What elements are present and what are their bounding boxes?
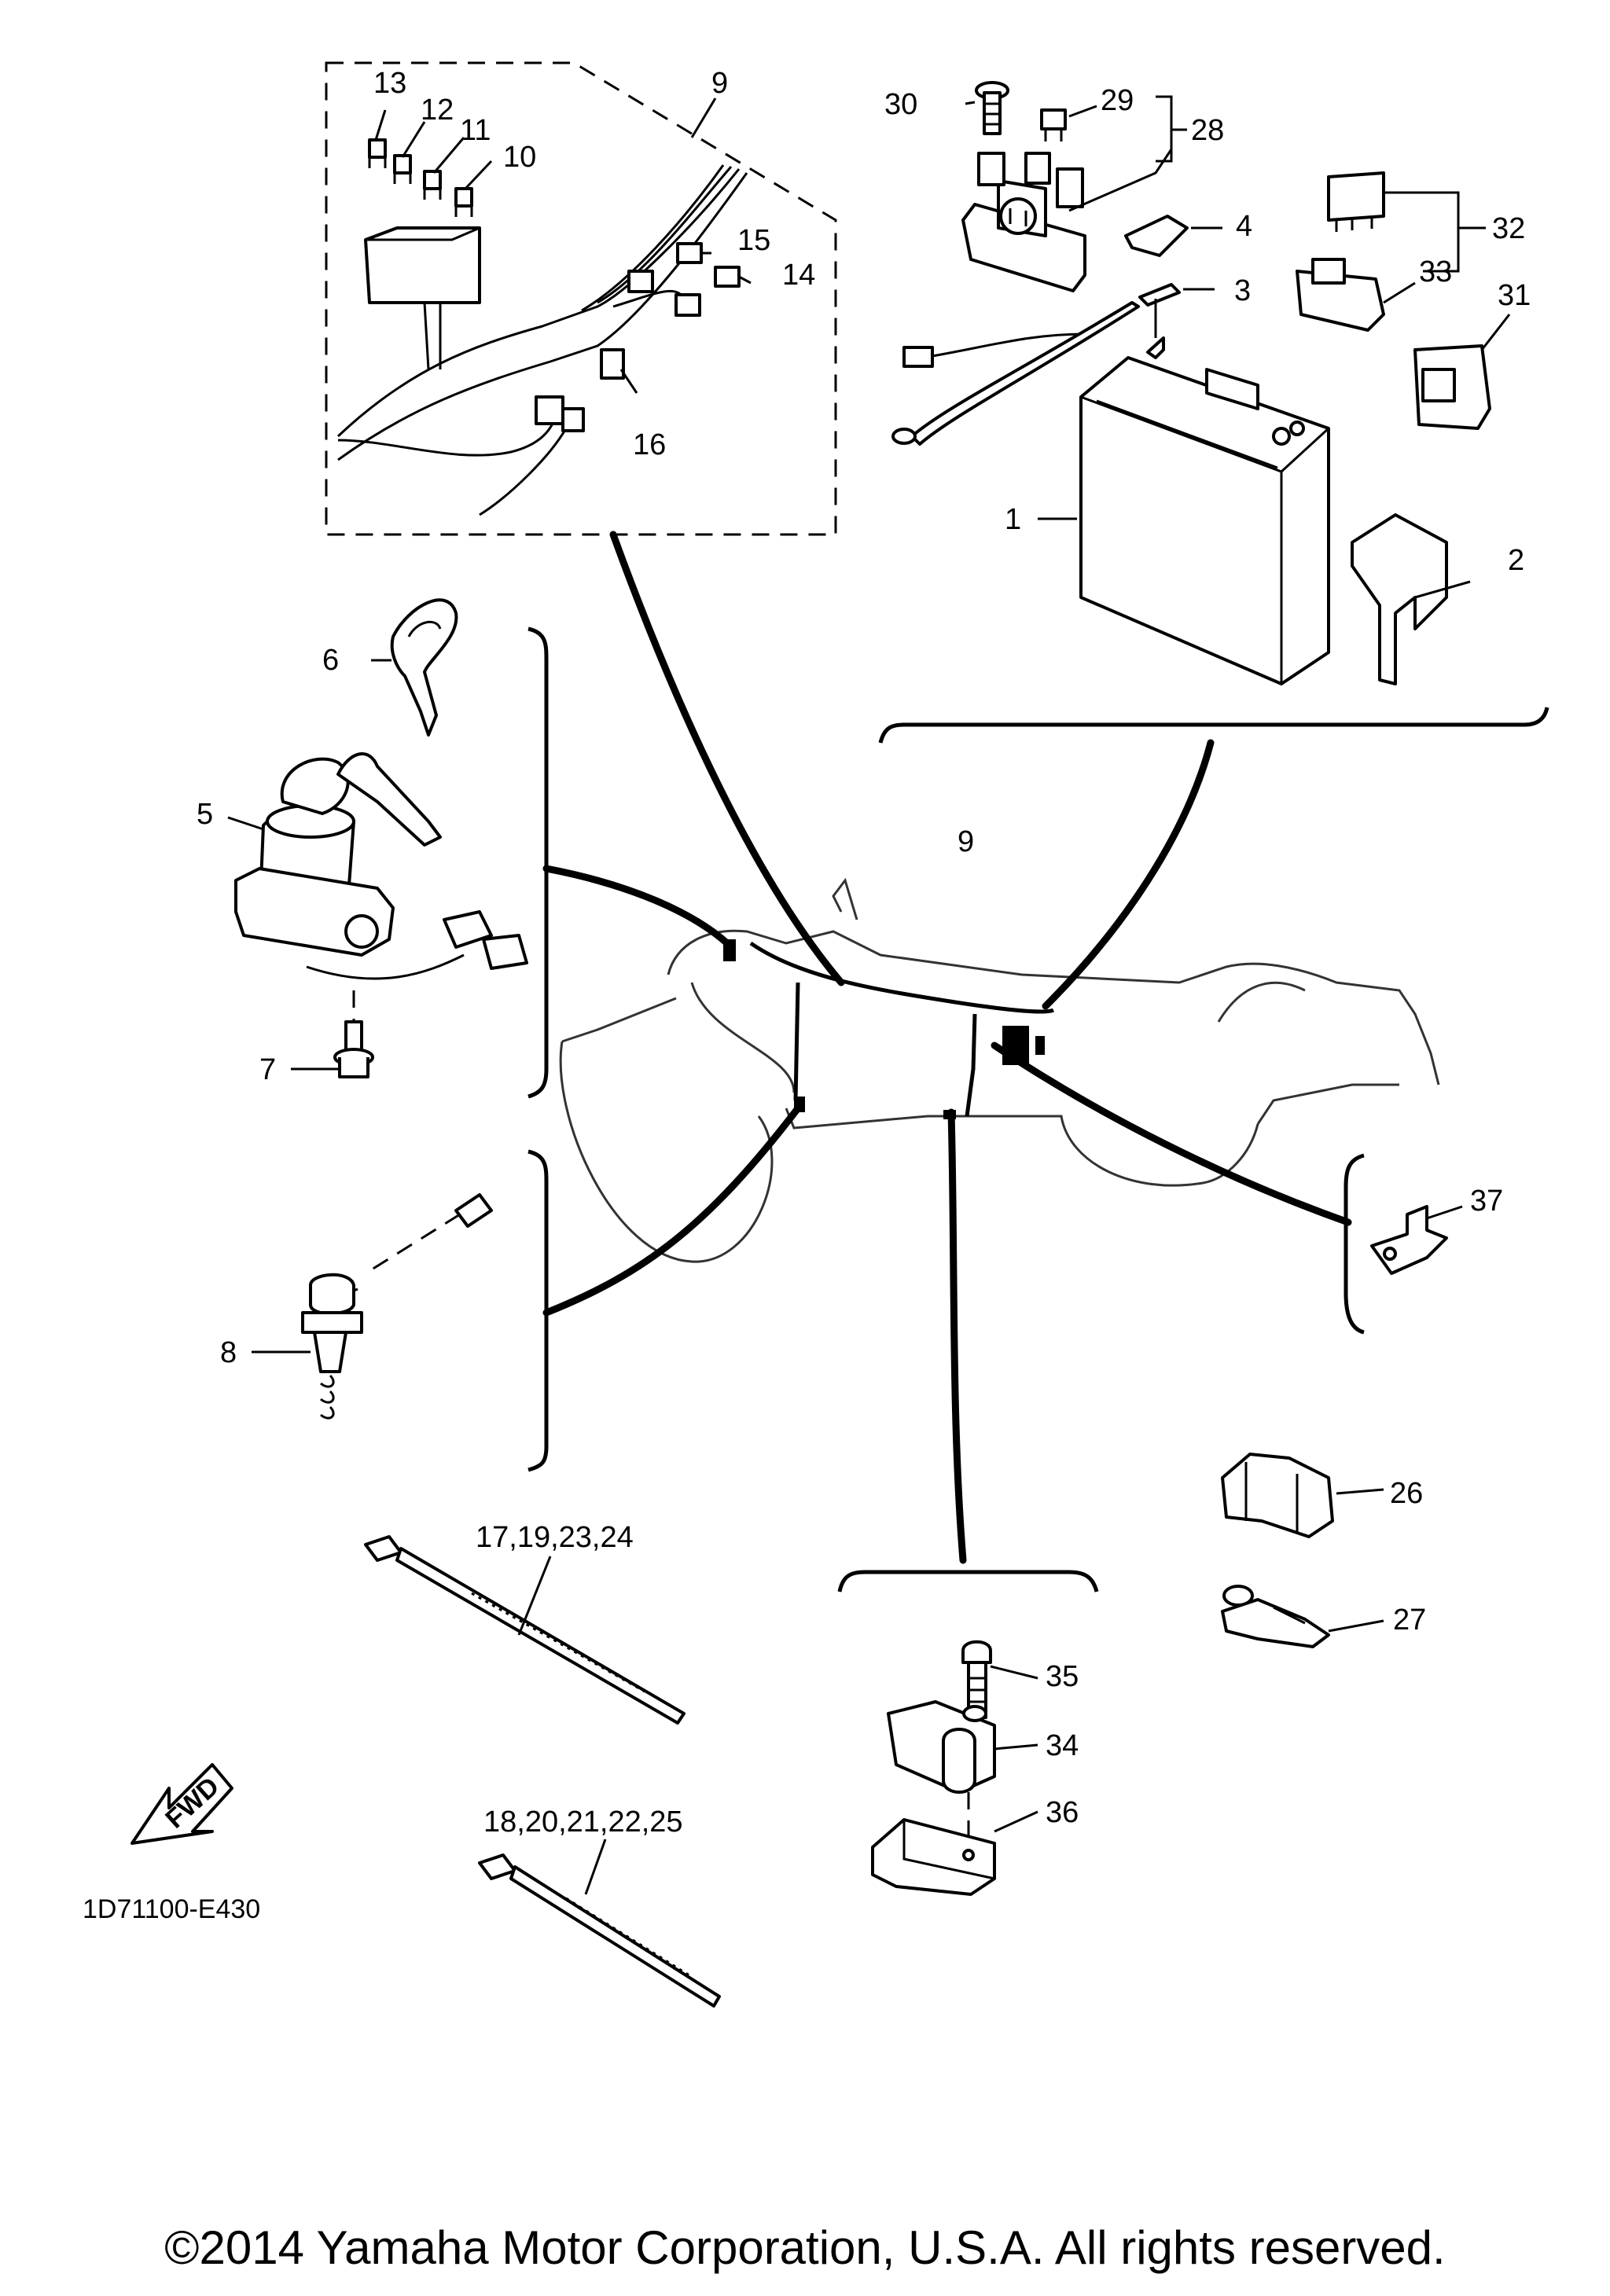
- fuse-icon: [454, 187, 473, 217]
- battery-band: [1351, 513, 1471, 685]
- callout-36: 36: [1046, 1796, 1079, 1829]
- fuse-icon: [393, 154, 412, 184]
- callout-18-20-21-22-25: 18,20,21,22,25: [483, 1806, 683, 1839]
- callout-7: 7: [259, 1053, 276, 1086]
- callout-26: 26: [1390, 1477, 1423, 1510]
- callout-32: 32: [1492, 212, 1525, 245]
- battery: [1038, 336, 1330, 685]
- relay-32: [1327, 171, 1486, 273]
- connector-block: [1035, 1036, 1045, 1055]
- motorcycle-outline: [559, 877, 1440, 1263]
- callout-11: 11: [460, 114, 491, 147]
- neutral-switch-8: [252, 1193, 493, 1420]
- clamp-27: [1221, 1585, 1384, 1648]
- main-fuse-box: [364, 226, 481, 304]
- forward-arrow-icon: FWD: [130, 1763, 233, 1845]
- callout-labels: 1 2 3 4 5 6 7 8 9 9 10 11 12 13 14 15 16…: [197, 67, 1531, 1839]
- diagram-code: 1D71100-E430: [83, 1894, 260, 1924]
- callout-2: 2: [1508, 544, 1524, 577]
- callout-3: 3: [1234, 274, 1251, 307]
- coupler-icon: [676, 242, 703, 264]
- coupler-icon: [714, 266, 741, 288]
- bracket-37: [1370, 1205, 1463, 1275]
- connector: [675, 293, 701, 317]
- callout-35: 35: [1046, 1660, 1079, 1693]
- connector-block: [943, 1110, 956, 1119]
- harness-box: [1002, 1026, 1029, 1065]
- callout-9-harness: 9: [958, 825, 974, 858]
- fuse-icon: [368, 138, 387, 168]
- battery-lead: [891, 283, 1215, 446]
- group-brackets: [527, 626, 1549, 1593]
- wire-harness-inset: [325, 61, 837, 536]
- callout-6: 6: [322, 644, 339, 677]
- connector: [561, 407, 585, 432]
- bolt-7: [291, 1020, 374, 1078]
- copyright-notice: ©2014 Yamaha Motor Corporation, U.S.A. A…: [164, 2221, 1445, 2274]
- callout-27: 27: [1393, 1604, 1426, 1637]
- relay-33: [1296, 258, 1416, 332]
- callout-12: 12: [421, 94, 454, 127]
- connector-block: [723, 939, 736, 961]
- callout-1: 1: [1005, 503, 1021, 536]
- connector: [627, 270, 654, 293]
- bracket-28: [1156, 95, 1187, 163]
- key-6: [371, 598, 458, 737]
- cable-tie-long: [364, 1535, 686, 1725]
- sensor-group: [871, 1640, 1038, 1896]
- coupler-icon: [600, 348, 625, 380]
- fuse-29: [1040, 105, 1097, 141]
- callout-4: 4: [1236, 210, 1252, 243]
- callout-31: 31: [1498, 279, 1531, 312]
- callout-33: 33: [1419, 255, 1452, 288]
- callout-15: 15: [737, 224, 770, 257]
- clamp-26: [1221, 1453, 1384, 1538]
- callout-9-inset: 9: [711, 67, 728, 100]
- callout-13: 13: [373, 67, 406, 100]
- terminal-cover: [1124, 215, 1222, 257]
- callout-10: 10: [503, 141, 536, 174]
- fuse-icon: [423, 170, 442, 200]
- cable-tie-short: [478, 1839, 721, 2008]
- callout-29: 29: [1101, 84, 1134, 117]
- flasher-relay-31: [1413, 314, 1511, 430]
- callout-8: 8: [220, 1336, 237, 1369]
- callout-28: 28: [1191, 114, 1224, 147]
- callout-34: 34: [1046, 1729, 1079, 1762]
- connector-block: [794, 1097, 805, 1112]
- callout-37: 37: [1470, 1185, 1503, 1218]
- callout-30: 30: [884, 88, 917, 121]
- callout-16: 16: [633, 428, 666, 461]
- bolt-30: [965, 81, 1009, 135]
- group-leaders: [542, 531, 1352, 1564]
- callout-5: 5: [197, 798, 213, 831]
- starter-relay: [961, 149, 1173, 292]
- callout-17-19-23-24: 17,19,23,24: [476, 1521, 634, 1554]
- connector: [535, 395, 564, 425]
- main-switch-5: [227, 752, 528, 1022]
- callout-14: 14: [782, 259, 815, 292]
